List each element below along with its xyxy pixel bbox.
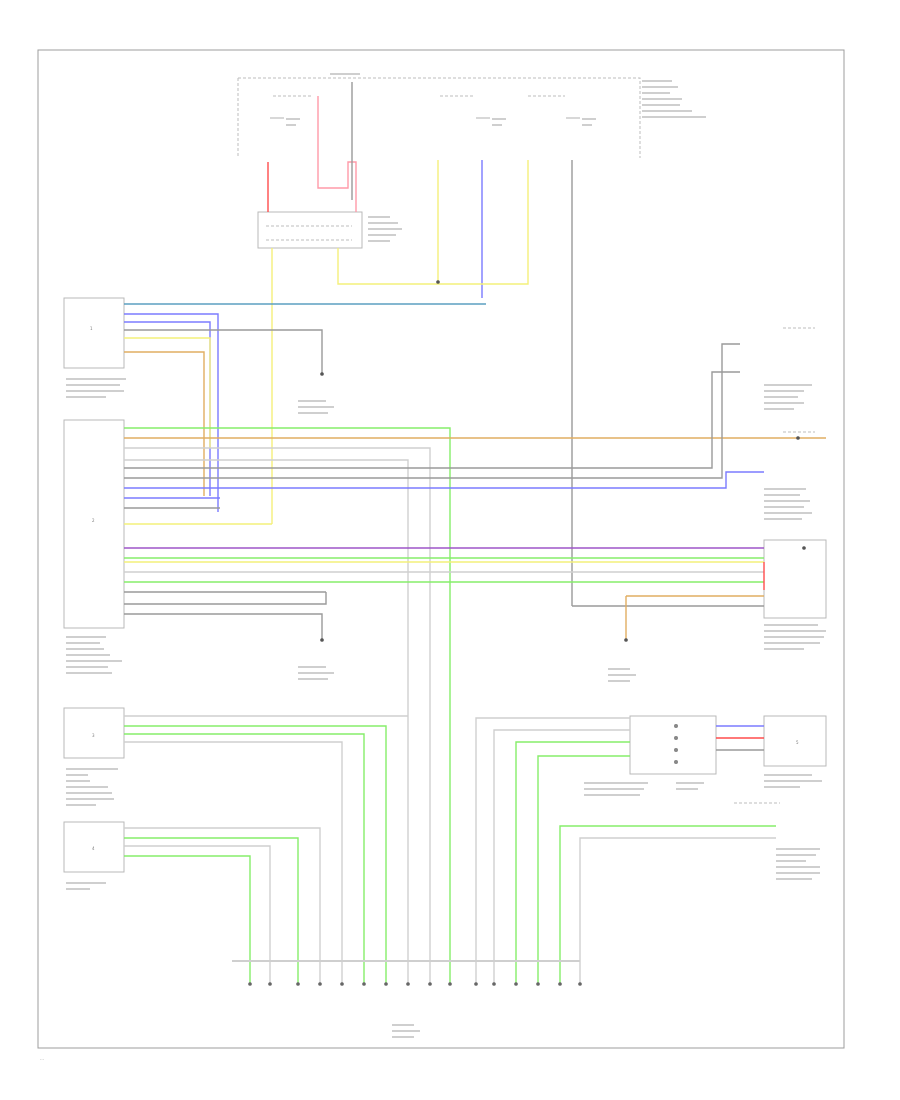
svg-text:4: 4	[92, 846, 95, 851]
ground-labels	[298, 400, 636, 1038]
left-upper-module: 1	[63, 297, 126, 398]
main-harness	[124, 343, 826, 984]
right-lower-module: 5	[763, 715, 827, 880]
svg-text:2: 2	[92, 518, 95, 523]
lower-harness	[124, 715, 776, 984]
left-lower-module-1: 3	[63, 707, 125, 806]
bottom-connector	[232, 960, 582, 986]
center-right-module	[584, 715, 717, 796]
left-lower-module-2: 4	[63, 821, 125, 890]
diagram-frame	[37, 49, 845, 1049]
junction-dots	[320, 280, 806, 642]
relay-module	[257, 211, 402, 249]
footer-code: …	[40, 1056, 44, 1061]
fuse-box	[237, 73, 706, 158]
left-main-module: 2	[63, 419, 125, 674]
right-switch-module	[763, 384, 827, 650]
svg-text:5: 5	[796, 740, 799, 745]
svg-text:1: 1	[90, 326, 93, 331]
sensor-a	[734, 327, 815, 804]
top-wires	[267, 82, 573, 606]
upper-harness	[124, 303, 486, 512]
svg-text:3: 3	[92, 733, 95, 738]
